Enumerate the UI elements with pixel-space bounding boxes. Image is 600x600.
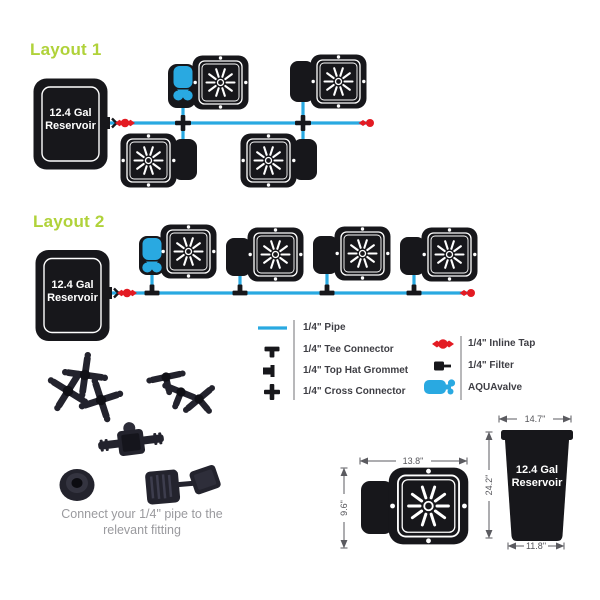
layout1-pot3-tray [173, 139, 197, 180]
inline-tap-photo [98, 422, 164, 457]
layout1-reservoir-label-line2: Reservoir [45, 120, 96, 132]
layout2-pot4-tray [400, 237, 425, 275]
legend-label-cross-connector: 1/4" Cross Connector [303, 386, 406, 397]
layout2-pot4 [421, 227, 478, 282]
aquavalve-icon [424, 379, 456, 395]
layout1-pot4-tray [293, 139, 317, 180]
dim-pot-width-line [359, 457, 468, 465]
fittings-photo [36, 348, 227, 505]
tee-fitting-photo [155, 380, 202, 417]
layout2-title: Layout 2 [33, 212, 105, 231]
layout1-cross-connector-1 [175, 115, 191, 131]
layout2-tee-connector-4 [406, 284, 422, 296]
legend-label-filter: 1/4" Filter [468, 360, 514, 371]
tee-connector-icon [264, 346, 280, 358]
layout1-reservoir-label-line1: 12.4 Gal [49, 107, 92, 119]
layout1-pot4 [240, 133, 297, 188]
dim-pot [388, 466, 469, 546]
layout2-tee-connector-3 [319, 284, 335, 296]
dim-pot-tray [361, 481, 393, 534]
top-hat-grommet-icon [263, 365, 275, 377]
layout2-tee-connector-2 [232, 284, 248, 296]
layout1-diagram [33, 54, 374, 188]
fittings-note: Connect your 1/4" pipe to the relevant f… [38, 506, 246, 538]
dim-reservoir-base-line [507, 542, 565, 550]
cross-connector-icon [264, 384, 280, 400]
tee-fitting-photo [180, 382, 227, 427]
filter-photo [145, 465, 221, 505]
fittings-note-line2: relevant fitting [103, 523, 181, 537]
layout1-pot2 [310, 54, 367, 109]
layout1-pipe-end-tap [358, 119, 374, 127]
legend-label-pipe: 1/4" Pipe [303, 322, 346, 333]
dim-reservoir-lid [501, 430, 573, 440]
layout1-inline-tap [115, 118, 135, 128]
layout2-inline-tap [117, 288, 137, 298]
top-hat-grommet-photo [59, 469, 95, 501]
reservoir-dimension-figure [485, 415, 573, 550]
layout1-pot2-tray [290, 61, 314, 102]
dim-reservoir-top-line [498, 415, 572, 423]
layout1-title: Layout 1 [30, 40, 102, 59]
layout2-tee-connector-1 [144, 284, 160, 296]
fittings-note-line1: Connect your 1/4" pipe to the [61, 507, 223, 521]
layout2-reservoir-label-line2: Reservoir [47, 292, 98, 304]
dim-reservoir-label-line1: 12.4 Gal [515, 464, 559, 476]
inline-tap-icon [432, 339, 454, 349]
legend-label-aquavalve: AQUAvalve [468, 382, 523, 393]
legend-label-tee-connector: 1/4" Tee Connector [303, 344, 394, 355]
dim-reservoir-top-value: 14.7" [524, 414, 546, 424]
dim-reservoir-height-line [485, 431, 493, 539]
layout1-cross-connector-2 [295, 115, 311, 131]
layout2-aquavalve [142, 238, 162, 273]
dim-reservoir-body [505, 440, 569, 541]
dim-reservoir-height-value: 24.2" [484, 474, 494, 496]
layout2-pot3-tray [313, 236, 338, 274]
layout2-diagram [35, 224, 478, 342]
layout2-pot2 [247, 227, 304, 282]
layout2-pipe-end-tap [459, 289, 475, 297]
legend-label-inline-tap: 1/4" Inline Tap [468, 338, 536, 349]
layout1-aquavalve [173, 66, 193, 101]
layout2-pot2-tray [226, 238, 251, 276]
dim-pot-width-value: 13.8" [402, 456, 424, 466]
filter-icon [434, 361, 451, 371]
layout1-pot3 [120, 133, 177, 188]
dim-pot-depth-line [340, 467, 348, 549]
layout2-pot1 [160, 224, 217, 279]
dim-reservoir-base-value: 11.8" [525, 541, 547, 551]
pot-dimension-figure [340, 457, 469, 549]
legend-label-top-hat-grommet: 1/4" Top Hat Grommet [303, 365, 409, 376]
layout2-branch-pipes [150, 271, 416, 292]
dim-reservoir-label-line2: Reservoir [511, 477, 563, 489]
dim-pot-depth-value: 9.6" [339, 500, 349, 516]
layout1-pot1 [192, 55, 249, 110]
cross-fitting-photo [36, 359, 100, 423]
layout2-reservoir-label-line1: 12.4 Gal [51, 279, 94, 291]
legend-icons [258, 320, 462, 400]
layout2-pot3 [334, 226, 391, 281]
